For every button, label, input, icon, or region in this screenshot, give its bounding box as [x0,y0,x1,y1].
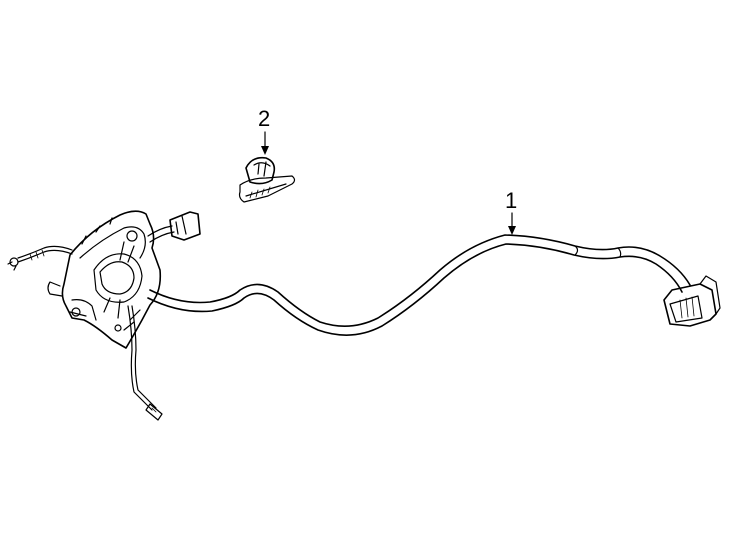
callout-1: 1 [505,188,517,235]
callout-2: 2 [258,106,270,155]
control-module [47,210,162,349]
retaining-clip [238,156,296,203]
cable-harness [7,210,721,421]
end-connector [663,275,721,327]
callout-2-arrowhead [261,146,269,155]
callout-1-label: 1 [505,188,517,213]
upper-connector [147,211,201,243]
callout-1-arrowhead [508,226,516,235]
callout-2-label: 2 [258,106,270,131]
left-lead-wire [7,245,73,271]
lower-lead-wire [127,305,163,421]
